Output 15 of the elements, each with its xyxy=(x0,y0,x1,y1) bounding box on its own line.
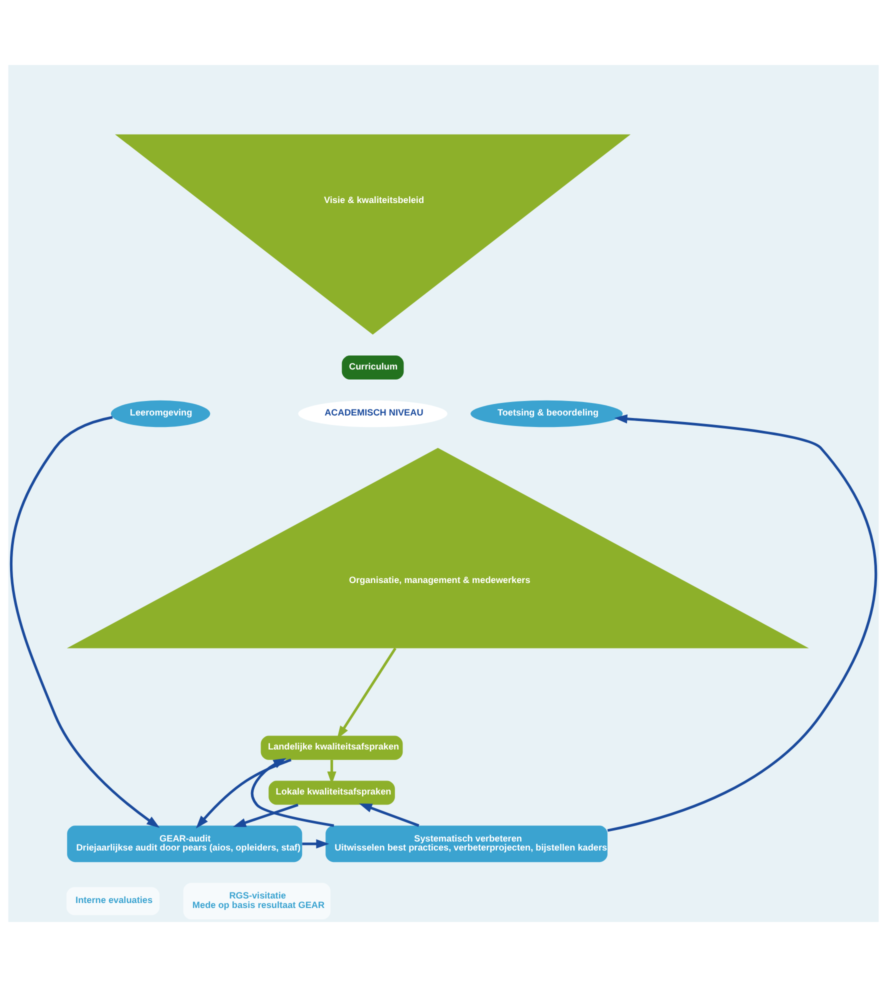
arrow xyxy=(337,647,396,738)
node-box: Curriculum xyxy=(342,354,404,380)
node-box: GEAR-audit Driejaarlijkse audit door pears (aios, opleiders, staf) xyxy=(67,825,302,862)
arrow xyxy=(358,802,420,826)
arrow xyxy=(10,416,160,828)
node-box: Lokale kwaliteitsafspraken xyxy=(268,780,395,804)
node-ellipse: Leeromgeving xyxy=(110,400,210,427)
arrow xyxy=(232,803,298,826)
node-ellipse: Toetsing & beoordeling xyxy=(470,400,623,427)
node-box: Landelijke kwaliteitsafspraken xyxy=(260,735,403,760)
arrow xyxy=(607,414,878,832)
arrow xyxy=(196,758,292,828)
arrow xyxy=(302,838,330,848)
node-box: Systematisch verbeteren Uitwisselen best practices, verbeterprojecten, bijstellen kaders xyxy=(326,825,608,862)
arrow xyxy=(250,758,334,826)
